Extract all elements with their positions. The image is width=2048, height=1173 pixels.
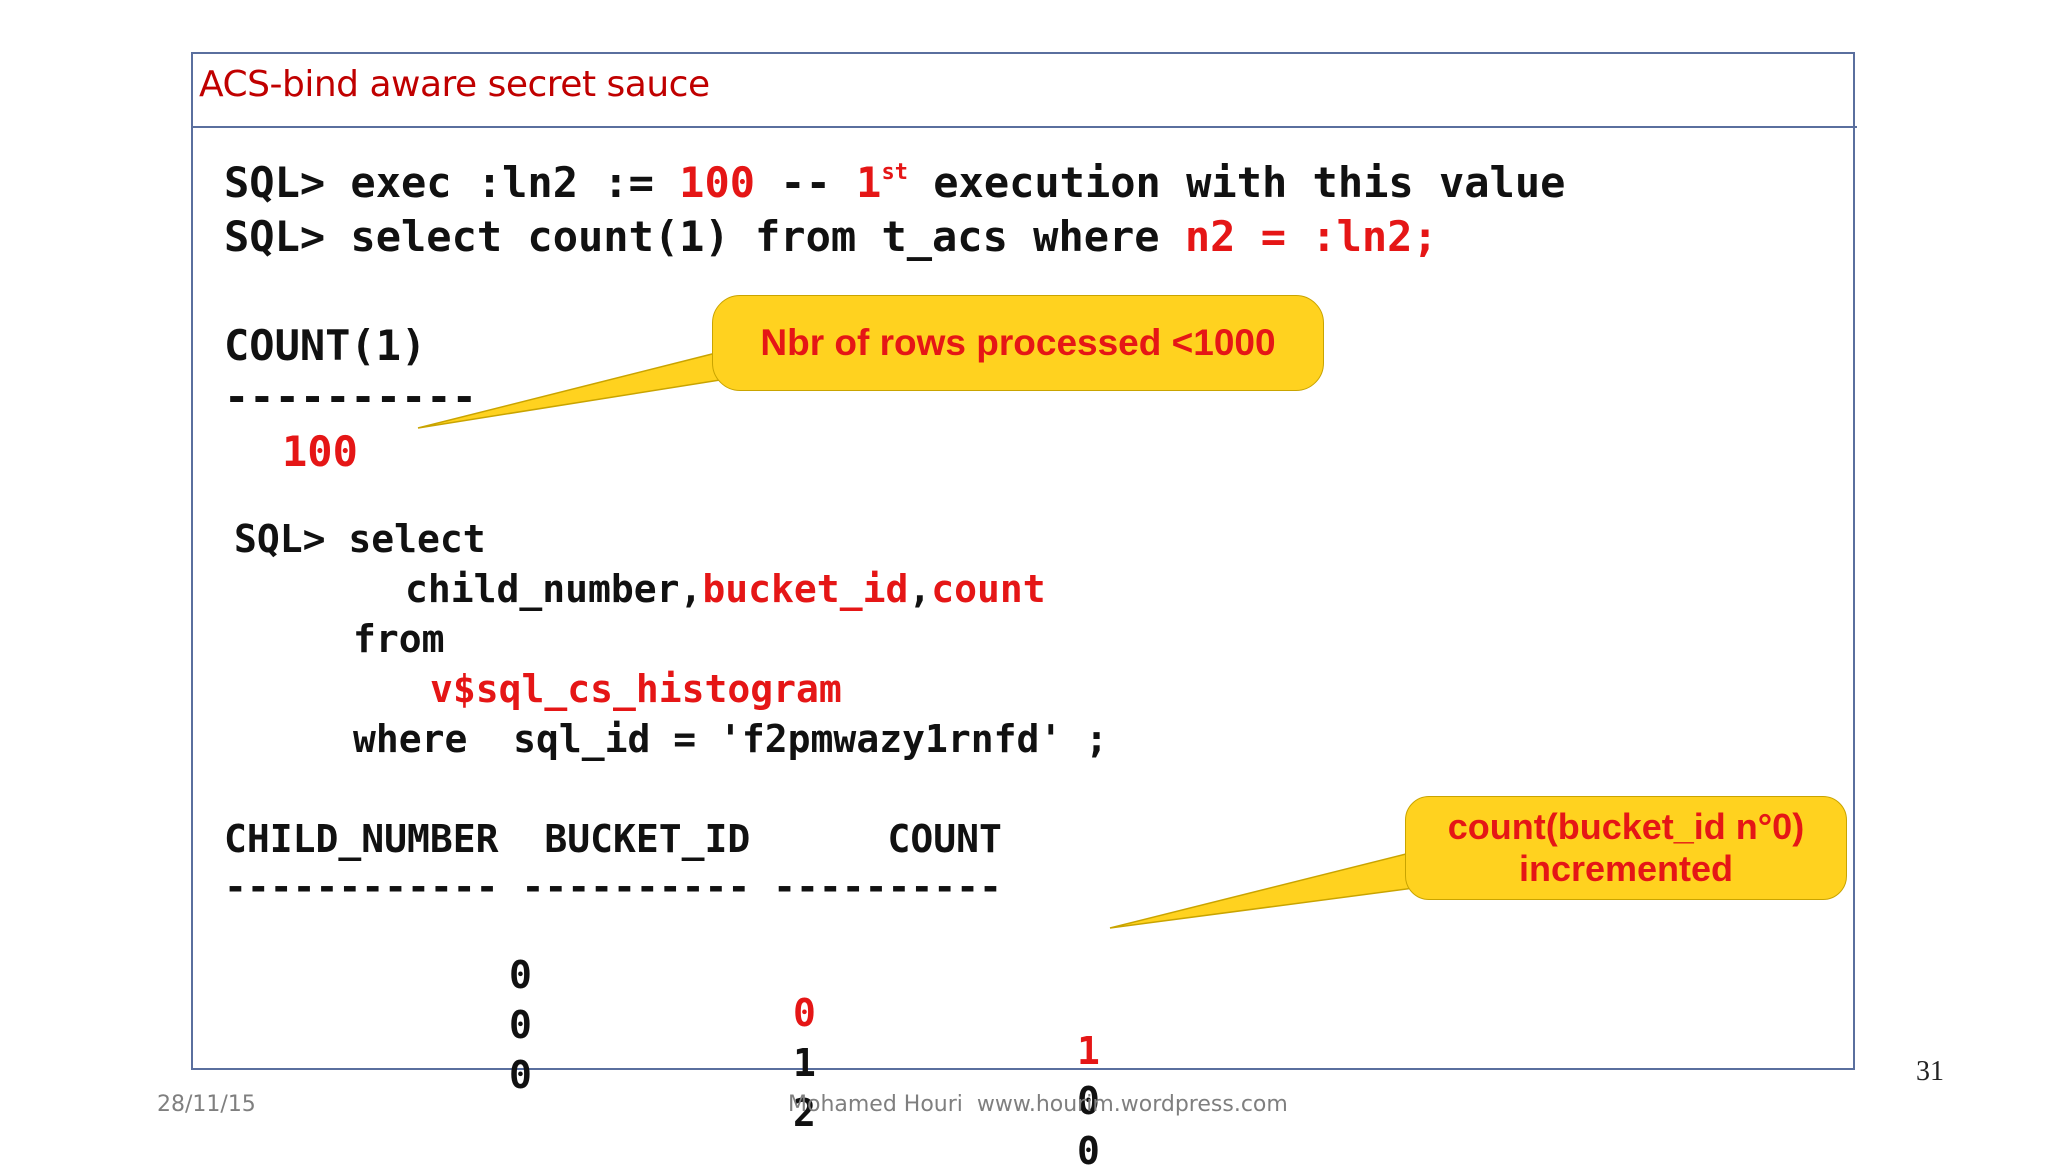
sql-select-line: SQL> select count(1) from t_acs where n2… [224, 216, 1438, 258]
row1-count: 0 [1077, 1079, 1100, 1123]
row1-child-number: 0 [509, 1003, 532, 1047]
slide-title: ACS-bind aware secret sauce [199, 64, 710, 105]
column-separator: , [908, 567, 932, 611]
histogram-from: from [353, 617, 445, 661]
ordinal-number: 1 [856, 158, 882, 207]
row1-bucket-id: 1 [793, 1041, 816, 1085]
sep-bucket-id: ---------- [521, 865, 751, 909]
column-count: count [931, 567, 1046, 611]
bind-value: 100 [679, 158, 756, 207]
row0-count: 1 [1077, 1029, 1100, 1073]
table-row: 0 1 0 [224, 968, 1104, 1120]
comment-text: execution with this value [907, 158, 1566, 207]
row2-count: 0 [1077, 1129, 1100, 1173]
sql-exec-line: SQL> exec :ln2 := 100 -- 1st execution w… [224, 162, 1565, 204]
callout-rows-processed-text: Nbr of rows processed <1000 [760, 322, 1276, 363]
count-value: 100 [282, 427, 358, 476]
row2-child-number: 0 [509, 1053, 532, 1097]
row0-bucket-id: 0 [793, 991, 816, 1035]
header-bucket-id: BUCKET_ID [544, 817, 751, 861]
footer-date: 28/11/15 [157, 1092, 256, 1117]
title-bar: ACS-bind aware secret sauce [193, 54, 1857, 128]
predicate: n2 = :ln2; [1184, 212, 1438, 261]
callout-bucket-line1: count(bucket_id n°0) [1447, 806, 1805, 847]
callout-rows-processed: Nbr of rows processed <1000 [712, 295, 1324, 391]
ordinal-suffix: st [881, 160, 908, 185]
callout-bucket-incremented: count(bucket_id n°0) incremented [1405, 796, 1847, 900]
column-child-number: child_number, [405, 567, 703, 611]
column-bucket-id: bucket_id [702, 567, 909, 611]
row0-child-number: 0 [509, 953, 532, 997]
exec-prefix: SQL> exec :ln2 := [224, 158, 680, 207]
callout-bucket-line2: incremented [1518, 848, 1734, 889]
sep-child-number: ------------ [224, 865, 499, 909]
histogram-select: SQL> select [234, 517, 486, 561]
header-count: COUNT [887, 817, 1002, 861]
histogram-table-header: CHILD_NUMBER BUCKET_ID COUNT [224, 820, 1002, 858]
histogram-table-separator: ------------ ---------- ---------- [224, 868, 1002, 906]
comment-dashes: -- [755, 158, 857, 207]
count-separator: ---------- [224, 372, 477, 421]
count-header: COUNT(1) [224, 321, 427, 370]
row2-bucket-id: 2 [793, 1091, 816, 1135]
table-row: 0 0 1 [224, 918, 1104, 1070]
slide-frame: ACS-bind aware secret sauce [191, 52, 1857, 1070]
histogram-view-name: v$sql_cs_histogram [430, 667, 842, 711]
histogram-where: where sql_id = 'f2pmwazy1rnfd' ; [353, 717, 1108, 761]
histogram-columns: child_number,bucket_id,count [405, 570, 1046, 608]
footer-author: Mohamed Houri www.hourim.wordpress.com [788, 1092, 1288, 1117]
header-child-number: CHILD_NUMBER [224, 817, 499, 861]
sep-count: ---------- [773, 865, 1002, 909]
page-number: 31 [1916, 1056, 1944, 1087]
select-prefix: SQL> select count(1) from t_acs where [224, 212, 1185, 261]
